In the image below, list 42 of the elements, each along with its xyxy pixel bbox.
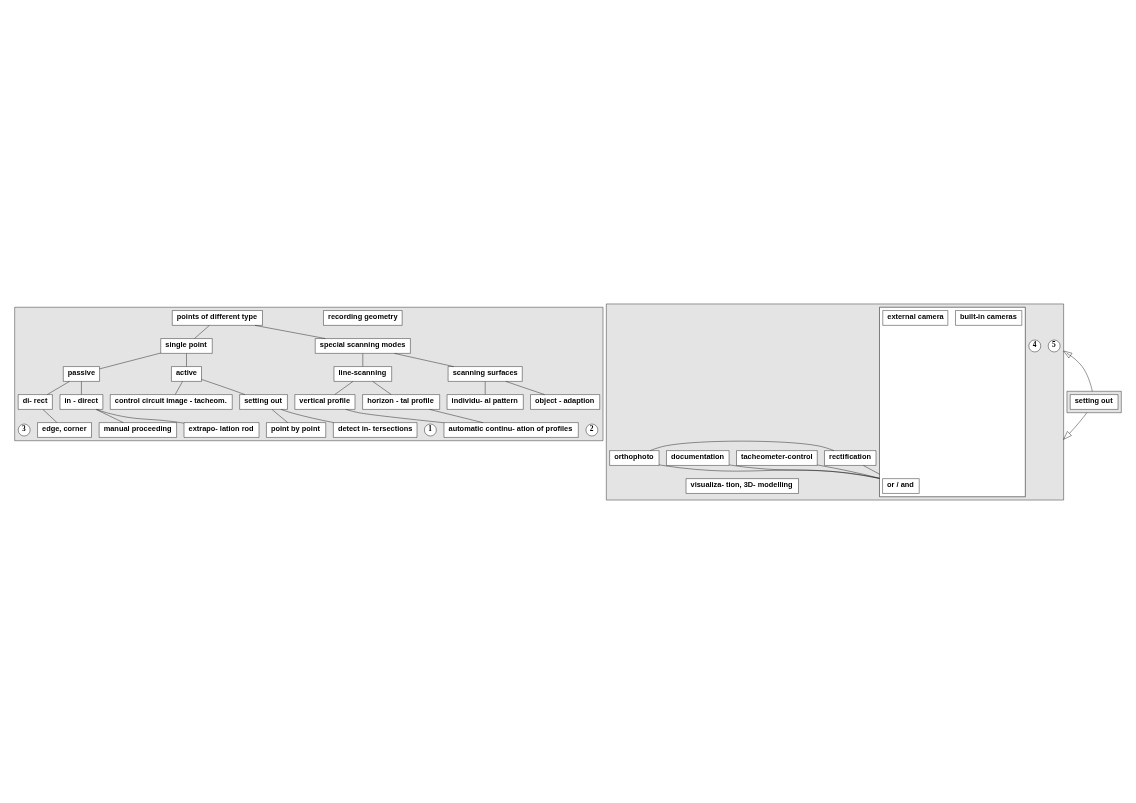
node-box: points of different type [172,309,263,326]
node-box: automatic continu- ation of profiles [443,421,579,438]
node-box: in - direct [59,393,104,410]
node-box: horizon - tal profile [362,393,440,410]
node-box: recording geometry [323,309,403,326]
node-box: documentation [666,449,730,466]
node-box: point by point [266,421,326,438]
node-circle: 1 [424,423,437,436]
node-box: extrapo- lation rod [183,421,260,438]
node-box: individu- al pattern [446,393,524,410]
node-box: scanning surfaces [447,365,523,382]
node-box: active [171,365,202,382]
node-box: rectification [824,449,877,466]
node-box: single point [160,337,213,354]
node-box: control circuit image - tacheom. [110,393,233,410]
node-box: or / and [882,477,920,494]
node-box: vertical profile [294,393,356,410]
arrow [1063,412,1088,440]
node-box: passive [63,365,100,382]
connector [95,408,124,423]
node-circle: 4 [1028,339,1041,352]
node-box: built-in cameras [955,309,1023,326]
node-box: object - adaption [530,393,600,410]
connector [729,464,880,479]
node-box: special scanning modes [315,337,411,354]
node-box: di- rect [18,393,53,410]
connector [658,464,880,479]
node-box: line-scanning [333,365,392,382]
node-box: detect in- tersections [333,421,418,438]
node-box: external camera [882,309,949,326]
node-box: orthophoto [609,449,660,466]
connector [817,464,880,478]
node-box: tacheometer-control [736,449,818,466]
node-box: edge, corner [37,421,92,438]
node-circle: 2 [585,423,599,436]
node-box: visualiza- tion, 3D- modelling [685,477,799,494]
node-box: setting out [239,393,288,410]
node-box: setting out [1070,393,1119,410]
node-box: manual proceeding [98,421,177,438]
node-circle: 5 [1048,339,1061,352]
node-circle: 3 [18,423,31,436]
arrow [1063,350,1093,391]
